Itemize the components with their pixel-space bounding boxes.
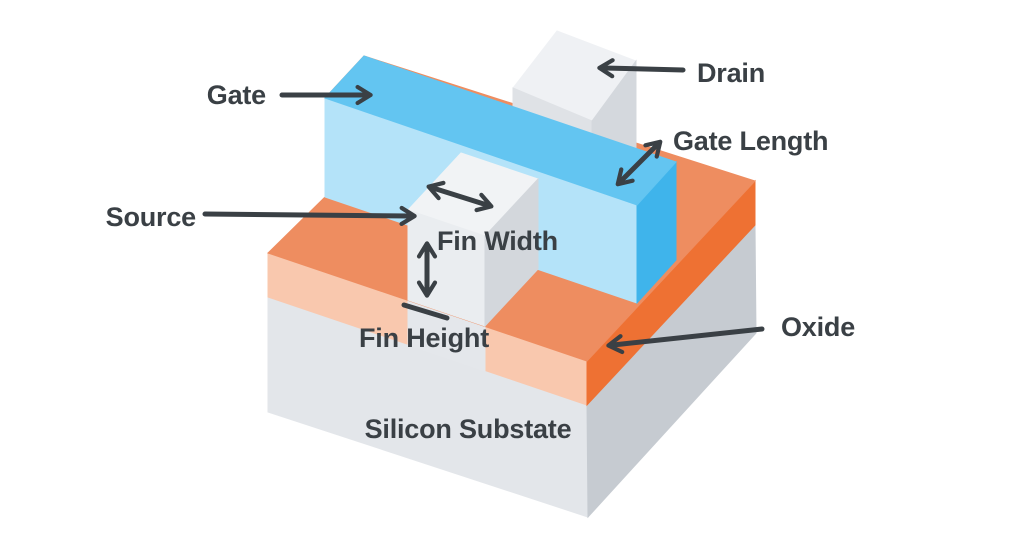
oxide-arrow [606,326,765,355]
gate-top-face [324,55,677,206]
source-arrow [202,205,417,226]
silicon-substrate-label: Silicon Substate [365,414,572,444]
fin-right-face [484,177,539,328]
fin-width-label: Fin Width [437,226,558,256]
gate-label: Gate [207,80,266,110]
fin-height-label: Fin Height [359,323,489,353]
fin-base-tick [401,302,450,321]
oxide-label: Oxide [781,312,855,342]
drain-label: Drain [697,58,765,88]
fin-width-arrow [426,180,494,213]
gate-length-arrow [615,139,663,187]
gate-length-label: Gate Length [673,126,828,156]
drain-arrow [597,58,686,79]
source-label: Source [106,202,197,232]
